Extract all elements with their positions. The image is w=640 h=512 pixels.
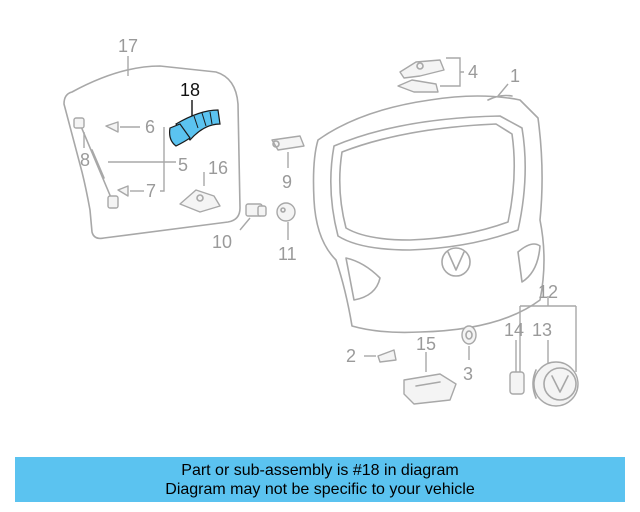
plug-2 (377, 349, 397, 363)
callout-9: 9 (282, 172, 292, 192)
hinges-4 (397, 59, 445, 93)
clip-7-icon (117, 185, 129, 197)
callout-11: 11 (278, 244, 297, 264)
callout-6: 6 (145, 117, 155, 137)
callout-2: 2 (346, 346, 356, 366)
leader-10 (239, 217, 251, 231)
callout-16: 16 (208, 158, 228, 178)
emblem-13 (532, 361, 579, 407)
caption-line-1: Part or sub-assembly is #18 in diagram (181, 462, 459, 479)
highlighted-part-18 (169, 109, 221, 147)
switch-14 (509, 371, 525, 395)
latch-16 (179, 189, 221, 213)
callout-3: 3 (463, 364, 473, 384)
callout-1: 1 (510, 66, 520, 86)
buffer-11 (276, 202, 296, 222)
callout-14: 14 (504, 320, 524, 340)
lock-15 (403, 373, 457, 405)
bump-stop-10 (245, 203, 267, 217)
leader-1 (497, 83, 509, 97)
callout-17: 17 (118, 36, 138, 56)
leader-4 (440, 57, 464, 87)
callout-10: 10 (212, 232, 232, 252)
leader-12 (519, 296, 577, 372)
callout-18: 18 (180, 80, 200, 100)
parts-diagram: 17 8 6 7 5 16 18 9 (63, 36, 579, 407)
inset-panel (63, 65, 241, 240)
caption-line-2: Diagram may not be specific to your vehi… (165, 481, 475, 498)
callout-7: 7 (146, 181, 156, 201)
callout-12: 12 (538, 282, 558, 302)
cap-3 (461, 325, 477, 345)
callout-13: 13 (532, 320, 552, 340)
callout-15: 15 (416, 334, 436, 354)
clip-6-icon (105, 121, 119, 133)
leader-5 (108, 127, 176, 192)
callout-5: 5 (178, 155, 188, 175)
gas-strut (73, 117, 119, 209)
callout-4: 4 (468, 62, 478, 82)
hinge-9 (271, 135, 305, 151)
tailgate-1 (312, 94, 545, 334)
caption-banner: Part or sub-assembly is #18 in diagram D… (15, 457, 625, 502)
callout-8: 8 (80, 150, 90, 170)
